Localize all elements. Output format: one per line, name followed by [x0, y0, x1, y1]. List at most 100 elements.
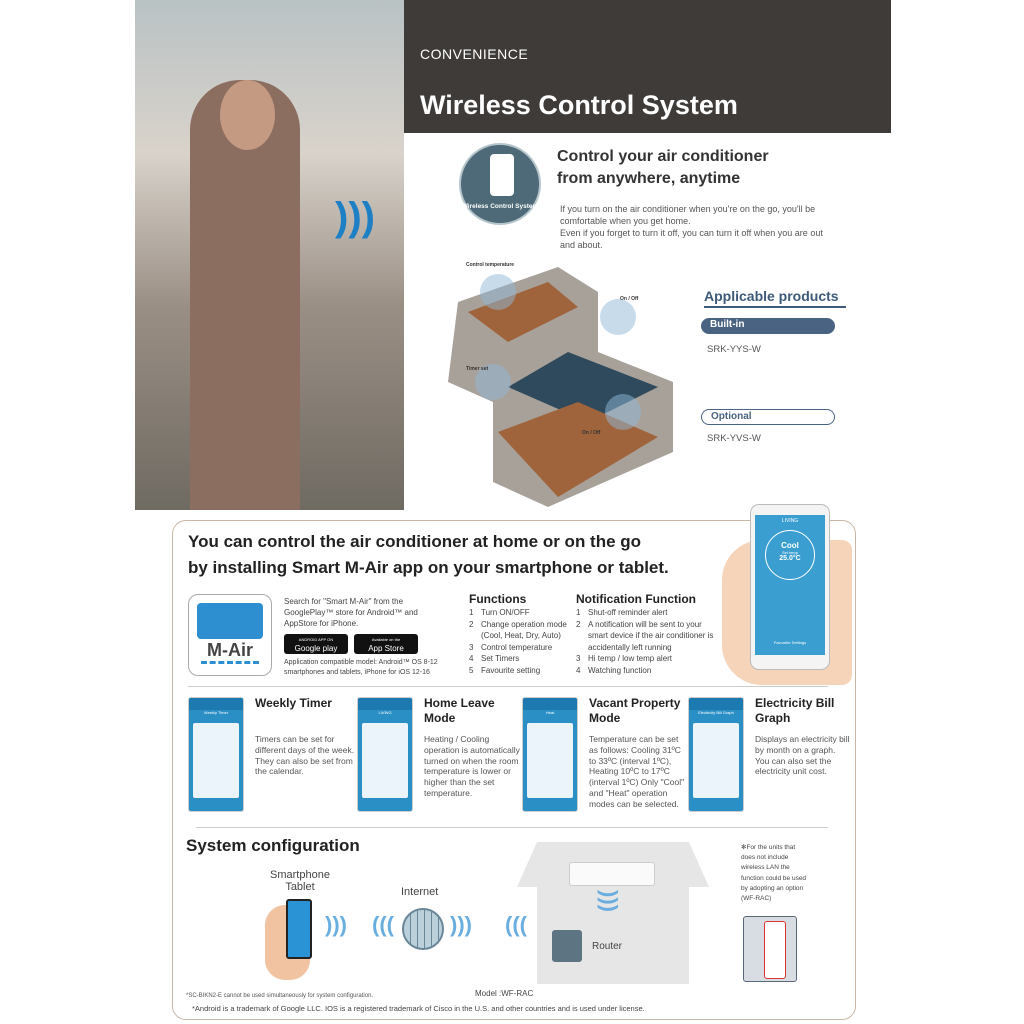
intro-body-2: Even if you forget to turn it off, you c…	[560, 228, 823, 250]
item-number: 5	[469, 665, 474, 675]
phone-favourite[interactable]: Favourite Settings	[773, 640, 807, 645]
m-air-logo-text: M-Air	[207, 640, 253, 660]
app-headline: You can control the air conditioner at h…	[188, 529, 669, 581]
footnote-2: *Android is a trademark of Google LLC. I…	[192, 1004, 645, 1013]
item-text: Set Timers	[481, 654, 520, 663]
item-number: 2	[576, 619, 581, 629]
device-label: Smartphone Tablet	[262, 869, 338, 893]
item-number: 1	[469, 608, 474, 617]
logo-dashes	[201, 661, 259, 664]
google-play-badge[interactable]: ANDROID APP ON Google play	[284, 634, 348, 654]
phone-mockup: LIVING Cool Set temp 25.0°C Favourite Se…	[750, 504, 830, 670]
globe-icon	[402, 908, 444, 950]
item-text: Shut-off reminder alert	[588, 608, 668, 617]
internet-label: Internet	[401, 886, 439, 898]
compat-text: Application compatible model: Android™ O…	[284, 659, 438, 676]
signal-icon: (((	[505, 912, 527, 937]
phone-room: LIVING	[781, 518, 799, 524]
intro-title-line2: from anywhere, anytime	[557, 170, 741, 187]
intro-body: If you turn on the air conditioner when …	[560, 203, 840, 251]
builtin-pill: Built-in	[701, 318, 835, 334]
temp-dial[interactable]: Cool Set temp 25.0°C	[765, 530, 815, 580]
phone-mode: Cool	[781, 541, 799, 550]
item-text: Favourite setting	[481, 665, 541, 675]
intro-body-1: If you turn on the air conditioner when …	[560, 204, 816, 226]
house-label-on-off-2: On / Off	[582, 430, 601, 436]
feature-title: Home Leave Mode	[424, 696, 495, 725]
woman-with-phone-photo: )))	[135, 0, 404, 510]
app-headline-line1: You can control the air conditioner at h…	[188, 532, 642, 551]
screen-title: Electricity Bill Graph	[698, 710, 734, 715]
list-item: 3 Control temperature	[469, 642, 574, 654]
ac-unit-icon	[197, 603, 263, 639]
feature-description: Displays an electricity bill by month on…	[755, 734, 850, 777]
item-number: 4	[576, 665, 581, 675]
list-item: 4 Watching function	[576, 665, 721, 677]
router-icon	[552, 930, 582, 962]
app-headline-line2: by installing Smart M-Air app on your sm…	[188, 558, 669, 577]
feature-screenshot: Heat	[522, 697, 578, 812]
item-text: Control temperature	[481, 642, 553, 652]
house-illustration: Control temperature On / Off Timer set O…	[448, 262, 673, 507]
functions-title: Functions	[469, 592, 527, 606]
builtin-model: SRK-YYS-W	[707, 344, 761, 355]
feature-screenshot: Weekly Timer	[188, 697, 244, 812]
phone-set-temp-label: Set temp	[781, 550, 798, 555]
feature-title: Vacant Property Mode	[589, 696, 681, 725]
wf-rac-adapter-image	[743, 916, 797, 982]
feature-screenshot: LIVING	[357, 697, 413, 812]
signal-icon: )))	[450, 912, 472, 937]
intro-title-line1: Control your air conditioner	[557, 148, 769, 165]
app-store-badge[interactable]: Available on the App Store	[354, 634, 418, 654]
page-title: Wireless Control System	[420, 90, 738, 120]
item-text: A notification will be sent to your smar…	[588, 619, 714, 652]
feature-screenshot: Electricity Bill Graph	[688, 697, 744, 812]
house-label-on-off: On / Off	[620, 296, 639, 302]
signal-icon: )))	[325, 912, 347, 937]
screen-title: Heat	[545, 710, 555, 715]
smartphone-icon	[286, 899, 312, 959]
wifi-signal-icon: )))	[335, 195, 375, 239]
screen-title: Weekly Timer	[203, 710, 229, 715]
google-play-big: Google play	[294, 644, 338, 653]
list-item: 2 A notification will be sent to your sma…	[576, 619, 721, 654]
screen-title: LIVING	[378, 710, 392, 715]
signal-icon: )))	[596, 890, 622, 912]
item-number: 3	[469, 642, 474, 652]
divider	[188, 686, 828, 687]
tablet-label: Tablet	[285, 881, 315, 893]
side-note: ✻For the units that does not include wir…	[741, 844, 807, 903]
app-store-small: Available on the	[371, 637, 401, 642]
list-item: 5 Favourite setting	[469, 665, 574, 677]
divider	[196, 827, 828, 828]
page-header: CONVENIENCE Wireless Control System	[404, 0, 891, 133]
badge-label: Wireless Control System	[461, 203, 539, 210]
item-number: 2	[469, 619, 474, 629]
item-text: Turn ON/OFF	[481, 608, 530, 617]
footnote-1: *SC-BIKN2-E cannot be used simultaneousl…	[186, 993, 374, 999]
list-item: 2 Change operation mode (Cool, Heat, Dry,…	[469, 619, 574, 642]
item-text: Change operation mode (Cool, Heat, Dry, …	[481, 619, 567, 641]
optional-model: SRK-YVS-W	[707, 433, 761, 444]
system-config-title: System configuration	[186, 836, 360, 855]
intro-title: Control your air conditioner from anywhe…	[557, 146, 769, 190]
feature-description: Timers can be set for different days of …	[255, 734, 355, 777]
air-conditioner-unit	[569, 862, 655, 886]
google-play-small: ANDROID APP ON	[298, 637, 334, 642]
search-instructions: Search for "Smart M-Air" from the Google…	[284, 597, 418, 628]
item-text: Watching function	[588, 665, 652, 675]
face	[220, 80, 275, 150]
functions-list: Functions 1 Turn ON/OFF 2 Change operation …	[469, 592, 574, 676]
m-air-app-icon: M-Air	[188, 594, 272, 676]
feature-title: Electricity Bill Graph	[755, 696, 835, 725]
model-label: Model :WF-RAC	[475, 989, 534, 998]
feature-title: Weekly Timer	[255, 696, 332, 710]
person-silhouette	[190, 80, 300, 510]
smartphone-icon	[490, 154, 514, 196]
list-item: 1 Turn ON/OFF	[469, 607, 574, 619]
house-label-control-temp: Control temperature	[466, 262, 515, 268]
adapter-device	[764, 921, 786, 979]
